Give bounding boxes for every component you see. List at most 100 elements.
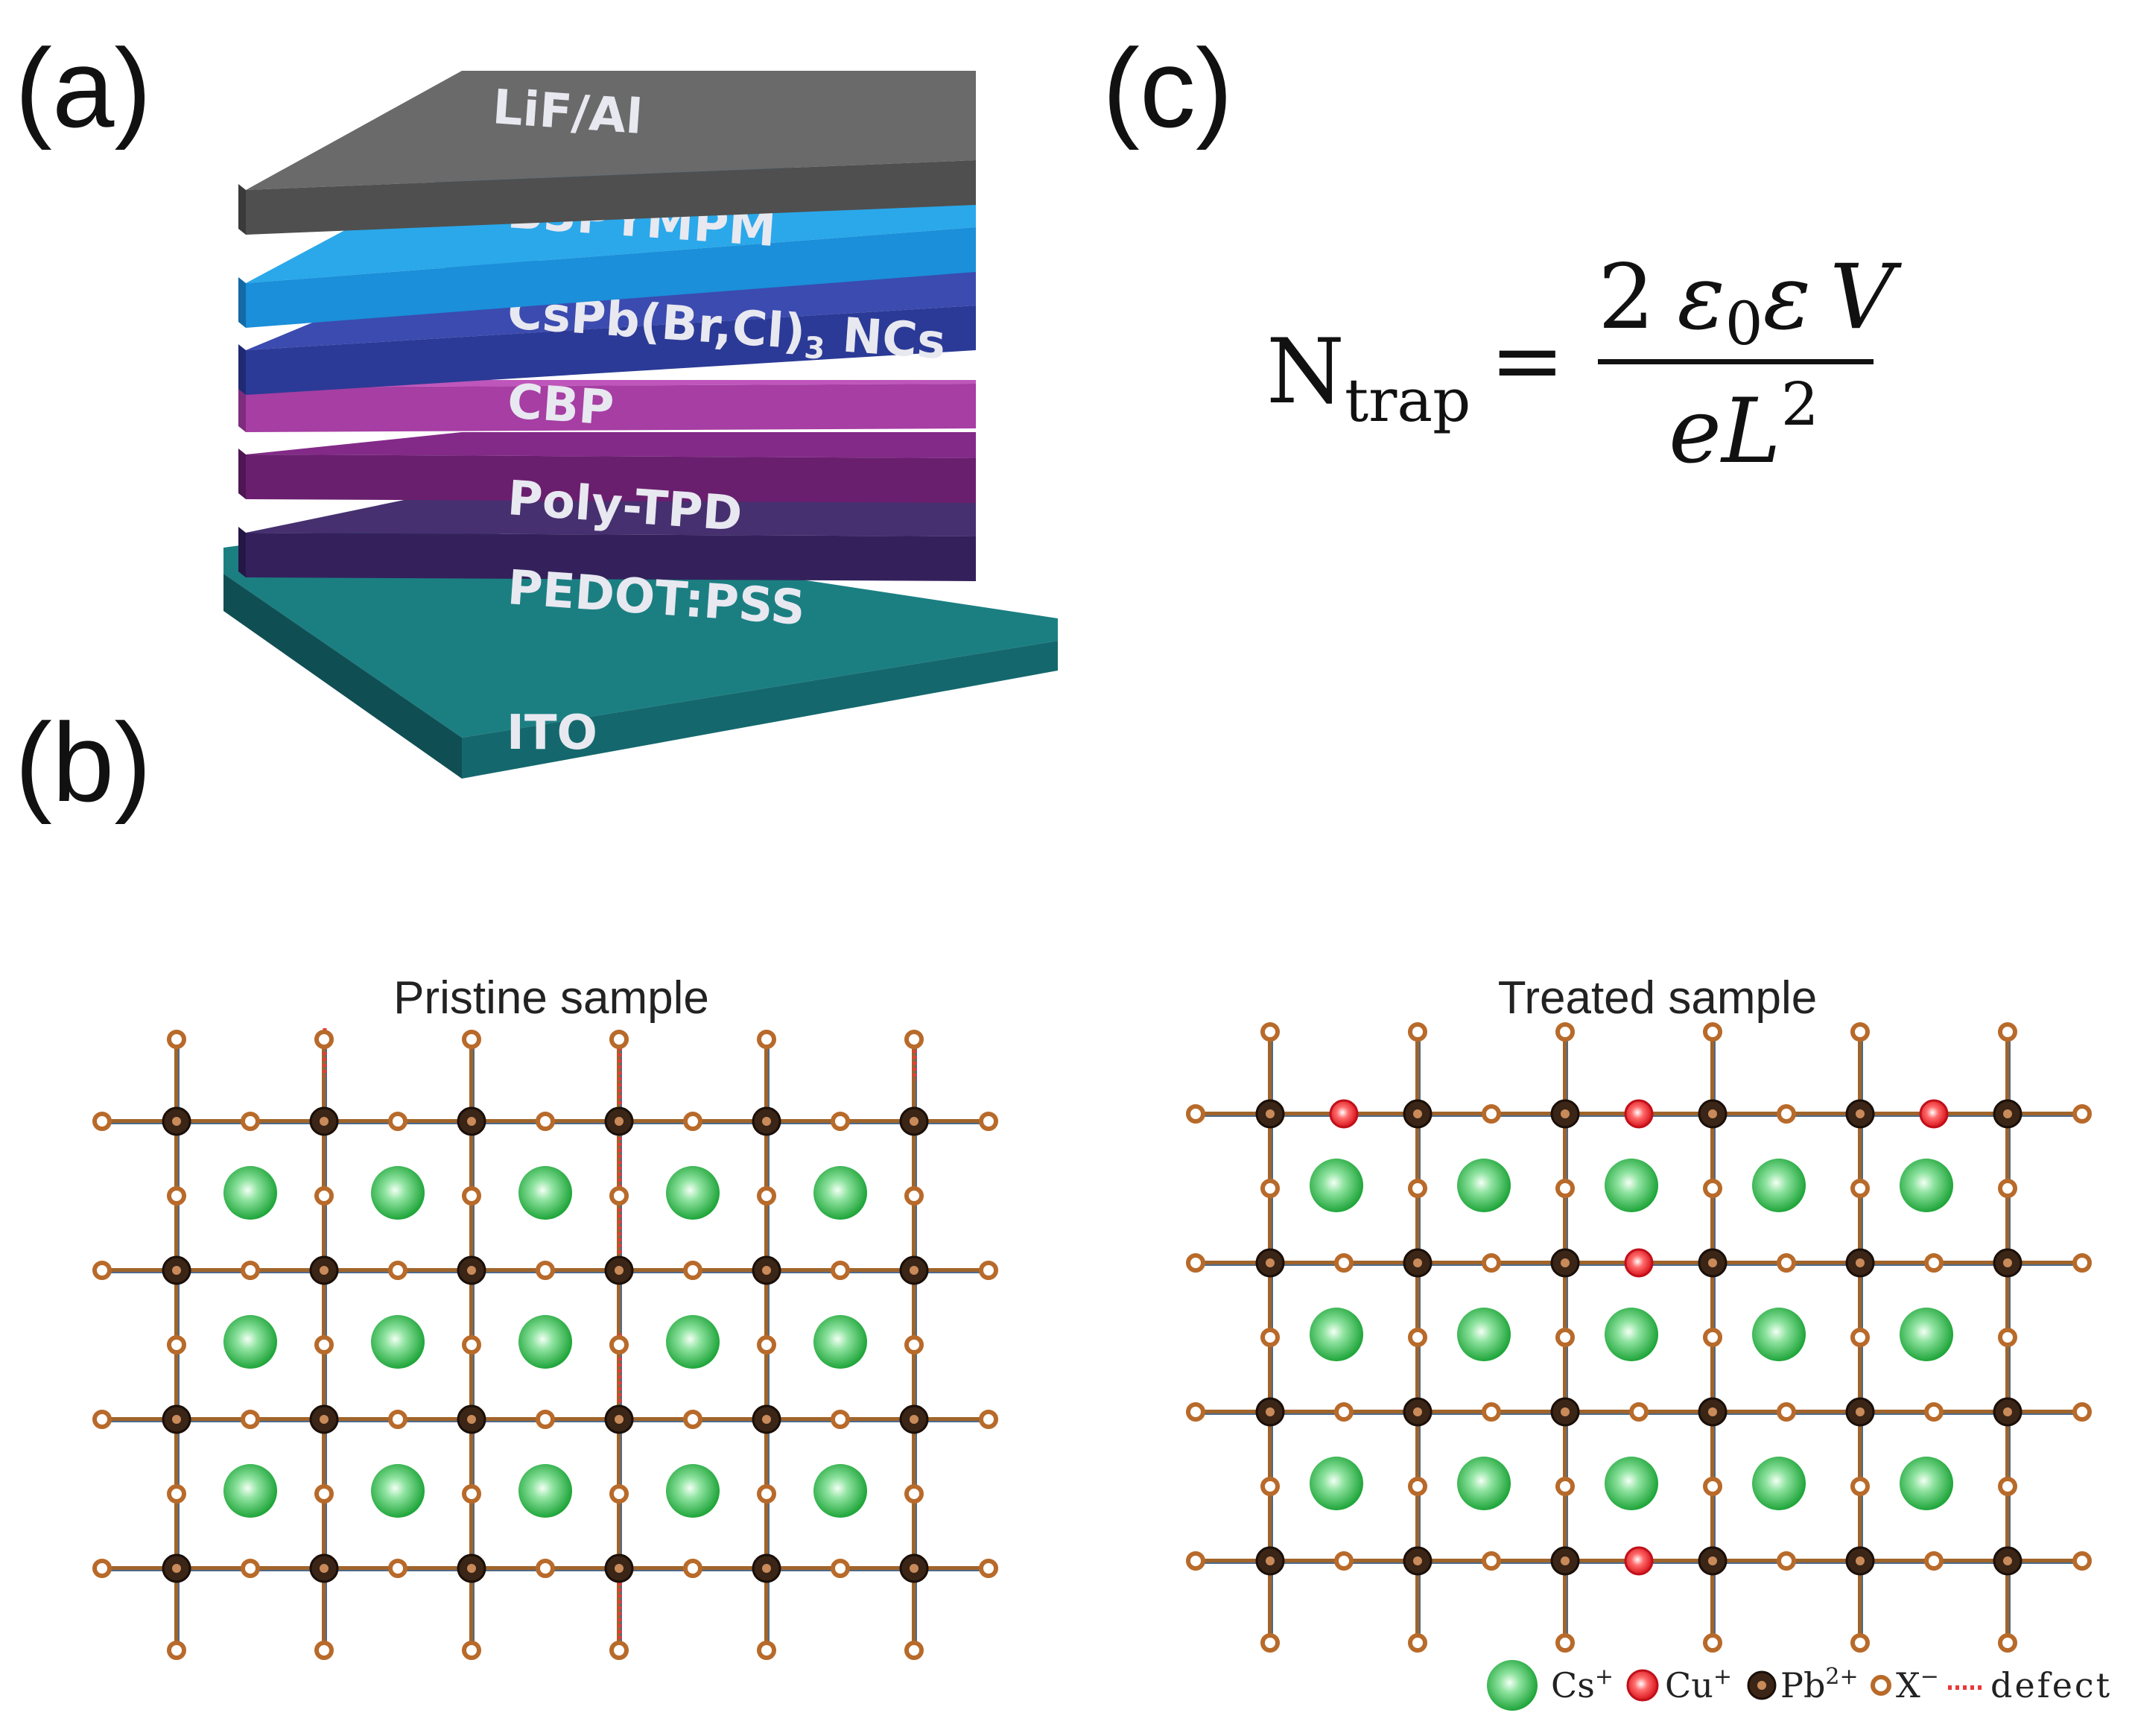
- layer-edge: [238, 381, 246, 432]
- layer-front-face: [246, 384, 976, 432]
- pb-ion-core: [1266, 1407, 1275, 1416]
- pb-ion-core: [910, 1415, 919, 1424]
- stack-layer-0: LiF/Al: [238, 71, 976, 235]
- pb-ion-core: [320, 1564, 329, 1573]
- svg-text:X−: X−: [1896, 1664, 1939, 1705]
- cs-ion: [666, 1464, 720, 1518]
- x-ion: [1924, 1551, 1944, 1571]
- pb-ion-core: [1266, 1556, 1275, 1565]
- x-ion: [241, 1112, 260, 1131]
- x-ion: [314, 1335, 334, 1355]
- x-ion: [979, 1559, 998, 1578]
- x-ion: [1260, 1477, 1280, 1496]
- x-ion: [904, 1335, 924, 1355]
- x-ion: [609, 1641, 629, 1660]
- cs-ion: [813, 1166, 867, 1220]
- x-ion: [683, 1410, 702, 1429]
- x-ion: [167, 1186, 186, 1206]
- x-ion: [1260, 1328, 1280, 1347]
- x-ion: [388, 1410, 407, 1429]
- cs-ion: [223, 1166, 277, 1220]
- x-ion: [1482, 1402, 1501, 1422]
- cs-ion: [666, 1166, 720, 1220]
- layer-edge: [238, 449, 246, 499]
- cs-ion: [223, 1315, 277, 1369]
- x-ion: [831, 1559, 850, 1578]
- pb-ion-core: [467, 1266, 476, 1275]
- cs-ion: [1605, 1159, 1658, 1212]
- x-ion: [92, 1261, 112, 1280]
- x-ion: [1777, 1104, 1796, 1124]
- x-ion: [1998, 1477, 2017, 1496]
- cu-ion: [1329, 1099, 1359, 1129]
- x-ion: [1482, 1551, 1501, 1571]
- pb-ion-core: [615, 1266, 624, 1275]
- cs-ion: [371, 1166, 425, 1220]
- x-ion: [609, 1484, 629, 1504]
- panel-label-c: (c): [1103, 25, 1233, 151]
- x-ion: [683, 1112, 702, 1131]
- x-ion: [979, 1410, 998, 1429]
- x-ion: [1555, 1477, 1575, 1496]
- x-ion: [314, 1186, 334, 1206]
- x-ion: [1850, 1179, 1870, 1198]
- x-ion: [388, 1559, 407, 1578]
- pb-ion-core: [1561, 1109, 1570, 1118]
- cs-ion: [1457, 1308, 1511, 1361]
- cu-ion: [1624, 1248, 1654, 1278]
- x-ion: [1334, 1253, 1354, 1273]
- x-ion: [1334, 1402, 1354, 1422]
- x-ion: [1850, 1633, 1870, 1653]
- legend-cu-marker: [1626, 1669, 1659, 1702]
- legend-cs-charge: +: [1595, 1664, 1614, 1690]
- x-ion: [536, 1261, 555, 1280]
- x-ion: [2072, 1402, 2092, 1422]
- legend-x-marker: [1871, 1675, 1891, 1696]
- pb-ion-core: [615, 1415, 624, 1424]
- x-ion: [1703, 1179, 1722, 1198]
- cs-ion: [371, 1464, 425, 1518]
- equation-length: L: [1720, 380, 1781, 484]
- pb-ion-core: [2003, 1258, 2012, 1267]
- layer-edge: [238, 277, 246, 328]
- pb-ion-core: [1561, 1407, 1570, 1416]
- equation-voltage: V: [1830, 246, 1902, 349]
- x-ion: [1998, 1328, 2017, 1347]
- x-ion: [462, 1335, 481, 1355]
- cs-ion: [518, 1315, 572, 1369]
- x-ion: [314, 1484, 334, 1504]
- layer-front-face: [246, 533, 976, 581]
- x-ion: [241, 1261, 260, 1280]
- x-ion: [683, 1261, 702, 1280]
- equation-charge: e: [1669, 380, 1722, 484]
- x-ion: [314, 1030, 334, 1049]
- x-ion: [1186, 1104, 1205, 1124]
- pristine-title: Pristine sample: [393, 972, 709, 1024]
- x-ion: [979, 1261, 998, 1280]
- legend-cs-marker: [1487, 1660, 1538, 1711]
- x-ion: [92, 1559, 112, 1578]
- x-ion: [1555, 1179, 1575, 1198]
- cs-ion: [518, 1464, 572, 1518]
- layer-front-face: [246, 160, 976, 235]
- legend-pb-charge: 2+: [1825, 1664, 1858, 1690]
- pb-ion-core: [1708, 1556, 1717, 1565]
- cs-ion: [1310, 1457, 1363, 1510]
- equation-length-exponent: 2: [1781, 370, 1819, 439]
- layer-edge: [238, 344, 246, 395]
- svg-text:Cs+: Cs+: [1551, 1664, 1614, 1705]
- layer-label-6: ITO: [507, 706, 597, 761]
- pb-ion-core: [1856, 1109, 1865, 1118]
- pb-ion-core: [1266, 1109, 1275, 1118]
- x-ion: [1924, 1402, 1944, 1422]
- pb-ion-core: [762, 1117, 771, 1126]
- pb-ion-core: [1413, 1258, 1422, 1267]
- x-ion: [536, 1559, 555, 1578]
- x-ion: [92, 1410, 112, 1429]
- x-ion: [1260, 1022, 1280, 1042]
- equation-epsilon-subscript: 0: [1725, 289, 1763, 358]
- x-ion: [831, 1410, 850, 1429]
